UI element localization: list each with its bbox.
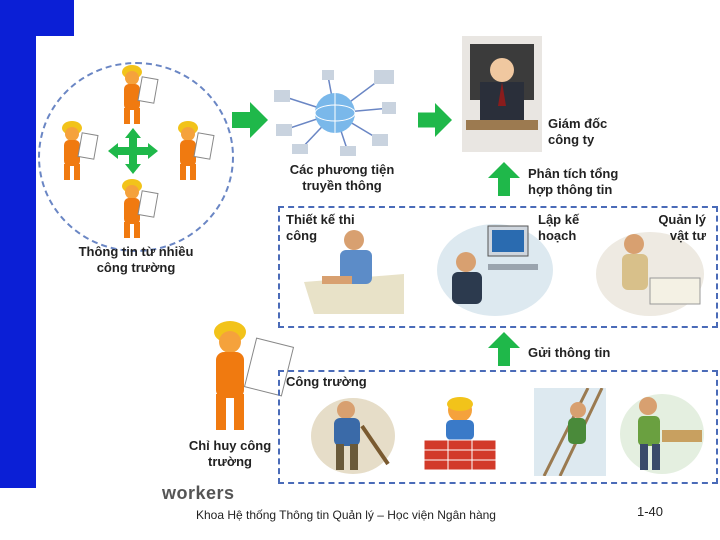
arrow-up-2-icon — [488, 332, 520, 366]
materials-label: Quản lý vật tư — [658, 212, 706, 243]
design-label: Thiết kế thi công — [286, 212, 355, 243]
site-worker-saw-image — [620, 394, 704, 474]
site-label: Công trường — [286, 374, 367, 389]
site-worker-right — [178, 121, 215, 180]
arrow-right-1-icon — [232, 102, 268, 138]
site-worker-ladder-image — [534, 388, 606, 476]
sites-circle — [38, 62, 234, 252]
site-worker-bottom — [122, 179, 159, 238]
site-box — [278, 370, 718, 484]
management-box — [278, 206, 718, 328]
four-way-arrow-icon — [108, 128, 158, 174]
planning-worker-image — [437, 224, 553, 316]
network-globe-icon — [274, 70, 396, 156]
director-label: Giám đốc công ty — [548, 116, 608, 147]
planning-label: Lập kế hoạch — [538, 212, 580, 243]
site-worker-left — [62, 121, 99, 180]
sites-label: Thông tin từ nhiều công trường — [78, 244, 194, 275]
left-accent-bar — [0, 0, 36, 488]
send-label: Gửi thông tin — [528, 345, 611, 360]
commander-label: Chỉ huy công trường — [188, 438, 272, 469]
site-worker-top — [122, 65, 159, 124]
workers-logo: workers — [162, 483, 235, 503]
site-worker-shovel-image — [311, 398, 395, 474]
materials-worker-image — [596, 232, 704, 316]
arrow-up-1-icon — [488, 162, 520, 196]
site-worker-bricks-image — [423, 397, 497, 471]
design-worker-image — [304, 230, 404, 314]
director-image — [462, 36, 542, 152]
media-label: Các phương tiện truyền thông — [289, 162, 395, 193]
page-number: 1-40 — [637, 504, 664, 519]
left-accent-notch — [36, 0, 74, 36]
arrow-right-2-icon — [418, 103, 452, 137]
analysis-label: Phân tích tổng hợp thông tin — [528, 166, 619, 197]
footer-text: Khoa Hệ thống Thông tin Quản lý – Học vi… — [196, 508, 496, 522]
